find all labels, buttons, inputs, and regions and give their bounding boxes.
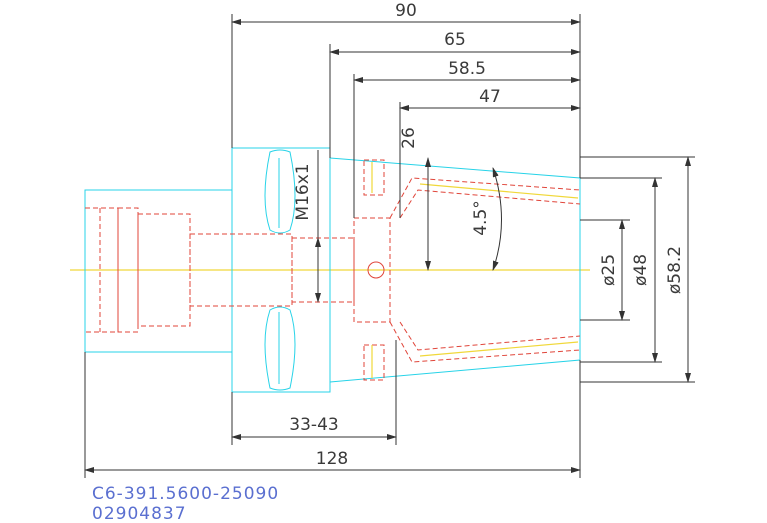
dia-25-label: ø25 (599, 254, 619, 286)
part-code: C6-391.5600-25090 (92, 484, 279, 504)
dim-26-label: 26 (399, 127, 419, 149)
dim-58-5-label: 58.5 (448, 59, 486, 79)
dim-90-label: 90 (395, 1, 417, 21)
extension-lines (84, 14, 695, 478)
internal-geometry (85, 159, 581, 381)
dim-65-label: 65 (444, 30, 466, 50)
dim-33-43-label: 33-43 (289, 415, 338, 435)
thread-label: M16x1 (293, 163, 313, 220)
tool-outline (84, 147, 581, 393)
dimension-lines (84, 19, 691, 473)
part-number: 02904837 (92, 504, 187, 523)
dia-48-label: ø48 (631, 254, 651, 286)
dia-58-2-label: ø58.2 (665, 246, 685, 294)
dim-47-label: 47 (479, 87, 501, 107)
angle-label: 4.5° (471, 200, 491, 236)
dim-128-label: 128 (316, 449, 348, 469)
